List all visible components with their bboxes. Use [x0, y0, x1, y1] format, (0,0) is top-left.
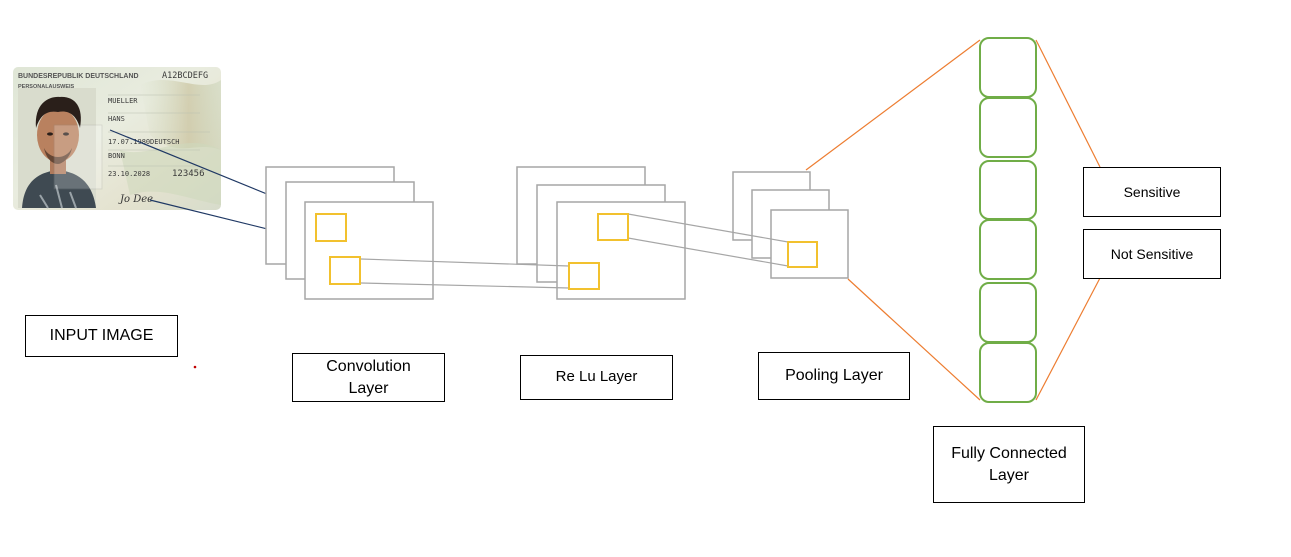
id-can-number: 123456	[172, 169, 205, 179]
fc-node-1	[979, 37, 1037, 98]
pool-kernel-window	[787, 241, 818, 268]
input-id-card: BUNDESREPUBLIK DEUTSCHLAND A12BCDEFG PER…	[13, 67, 221, 210]
fully-connected-layer-label: Fully Connected Layer	[933, 426, 1085, 503]
sensitive-output-label: Sensitive	[1083, 167, 1221, 217]
id-signature: Jo Dee	[118, 194, 153, 205]
kernel-windows	[315, 213, 818, 290]
stray-dot	[193, 365, 197, 369]
conv-kernel-window-2	[329, 256, 361, 285]
relu-map-front	[556, 201, 686, 300]
relu-feature-maps	[516, 166, 686, 300]
convolution-feature-maps	[265, 166, 434, 300]
fc-node-3	[979, 160, 1037, 220]
pooling-layer-label: Pooling Layer	[758, 352, 910, 400]
relu-layer-label: Re Lu Layer	[520, 355, 673, 400]
id-birth-date: 17.07.1980	[108, 138, 150, 146]
id-expiry: 23.10.2028	[108, 170, 150, 178]
not-sensitive-output-label: Not Sensitive	[1083, 229, 1221, 279]
pooling-feature-maps	[732, 171, 849, 279]
convolution-layer-label: Convolution Layer	[292, 353, 445, 402]
fc-node-4	[979, 219, 1037, 280]
map-connectors	[360, 213, 789, 289]
conv-kernel-window-1	[315, 213, 347, 242]
id-header: BUNDESREPUBLIK DEUTSCHLAND	[18, 73, 139, 80]
fully-connected-nodes	[979, 37, 1037, 403]
id-surname: MUELLER	[108, 97, 138, 105]
id-doc-type: PERSONALAUSWEIS	[18, 84, 75, 90]
portrait-image	[18, 88, 103, 209]
id-doc-number: A12BCDEFG	[162, 71, 208, 81]
fc-node-2	[979, 97, 1037, 158]
relu-kernel-window-1	[597, 213, 629, 241]
fc-node-6	[979, 342, 1037, 403]
id-place: BONN	[108, 152, 125, 160]
relu-kernel-window-2	[568, 262, 600, 290]
fc-fan-lines	[805, 39, 1101, 401]
fc-node-5	[979, 282, 1037, 343]
input-image-label: INPUT IMAGE	[25, 315, 178, 357]
id-given-name: HANS	[108, 115, 125, 123]
id-nationality: DEUTSCH	[150, 138, 180, 146]
